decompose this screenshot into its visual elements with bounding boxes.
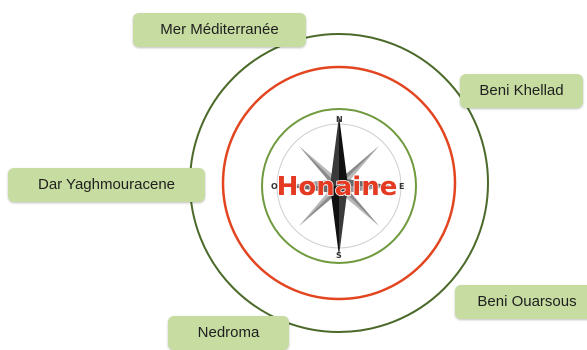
middle-ring bbox=[221, 65, 457, 301]
neighbor-label-west: Dar Yaghmouracene bbox=[8, 168, 205, 202]
compass-letter-e: E bbox=[399, 182, 404, 191]
neighbor-label-northeast: Beni Khellad bbox=[460, 74, 583, 108]
compass-letter-s: S bbox=[336, 251, 342, 260]
neighbor-label-south: Nedroma bbox=[168, 316, 289, 350]
compass-letter-w: O bbox=[271, 182, 278, 191]
compass-letter-n: N bbox=[336, 115, 343, 124]
inner-ring bbox=[261, 108, 417, 264]
compass-icon: N S E O bbox=[271, 115, 404, 260]
neighbor-label-southeast: Beni Ouarsous bbox=[455, 285, 587, 319]
center-label: Honaine bbox=[277, 172, 398, 202]
neighbor-label-north: Mer Méditerranée bbox=[133, 13, 306, 47]
